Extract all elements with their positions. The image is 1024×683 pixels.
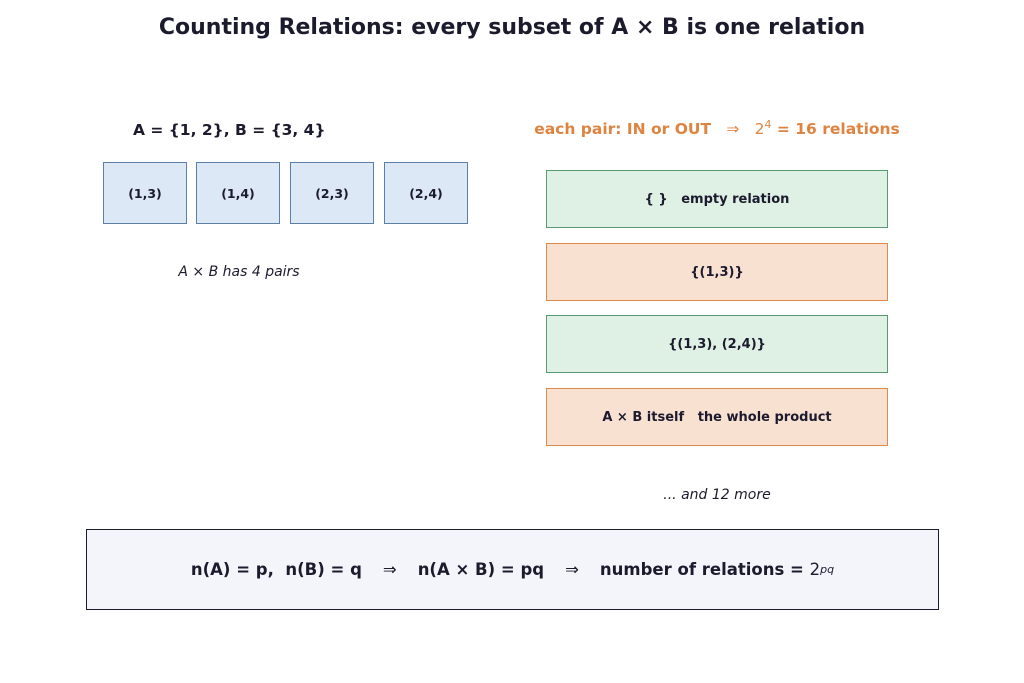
sets-definition: A = {1, 2}, B = {3, 4} [133, 121, 326, 139]
relation-box-pair: {(1,3), (2,4)} [546, 315, 888, 373]
pairs-caption: A × B has 4 pairs [178, 264, 300, 280]
rule-arrow: ⇒ [726, 120, 740, 139]
more-caption: ... and 12 more [663, 487, 771, 503]
formula-arrow-2: ⇒ [565, 560, 579, 579]
rule-result: = 16 relations [776, 120, 900, 139]
pair-box: (2,4) [384, 162, 468, 224]
rule-text: each pair: IN or OUT [534, 120, 712, 139]
relation-box-single: {(1,3)} [546, 243, 888, 301]
diagram-title: Counting Relations: every subset of A × … [158, 15, 866, 40]
pair-box: (1,4) [196, 162, 280, 224]
formula-part1: n(A) = p, n(B) = q [190, 560, 362, 579]
formula-box: n(A) = p, n(B) = q ⇒ n(A × B) = pq ⇒ num… [86, 529, 939, 610]
rule-exponent: 4 [764, 118, 772, 131]
formula-base: 2 [809, 560, 821, 579]
relation-box-whole: A × B itself the whole product [546, 388, 888, 446]
formula-part2: n(A × B) = pq [417, 560, 545, 579]
formula-exponent: pq [820, 563, 835, 576]
pair-box: (1,3) [103, 162, 187, 224]
pair-box: (2,3) [290, 162, 374, 224]
rule-base: 2 [754, 120, 765, 139]
formula-part3: number of relations = [599, 560, 810, 579]
relation-box-empty: { } empty relation [546, 170, 888, 228]
formula-arrow-1: ⇒ [382, 560, 397, 579]
rule-label: each pair: IN or OUT ⇒ 24 = 16 relations [500, 118, 934, 138]
